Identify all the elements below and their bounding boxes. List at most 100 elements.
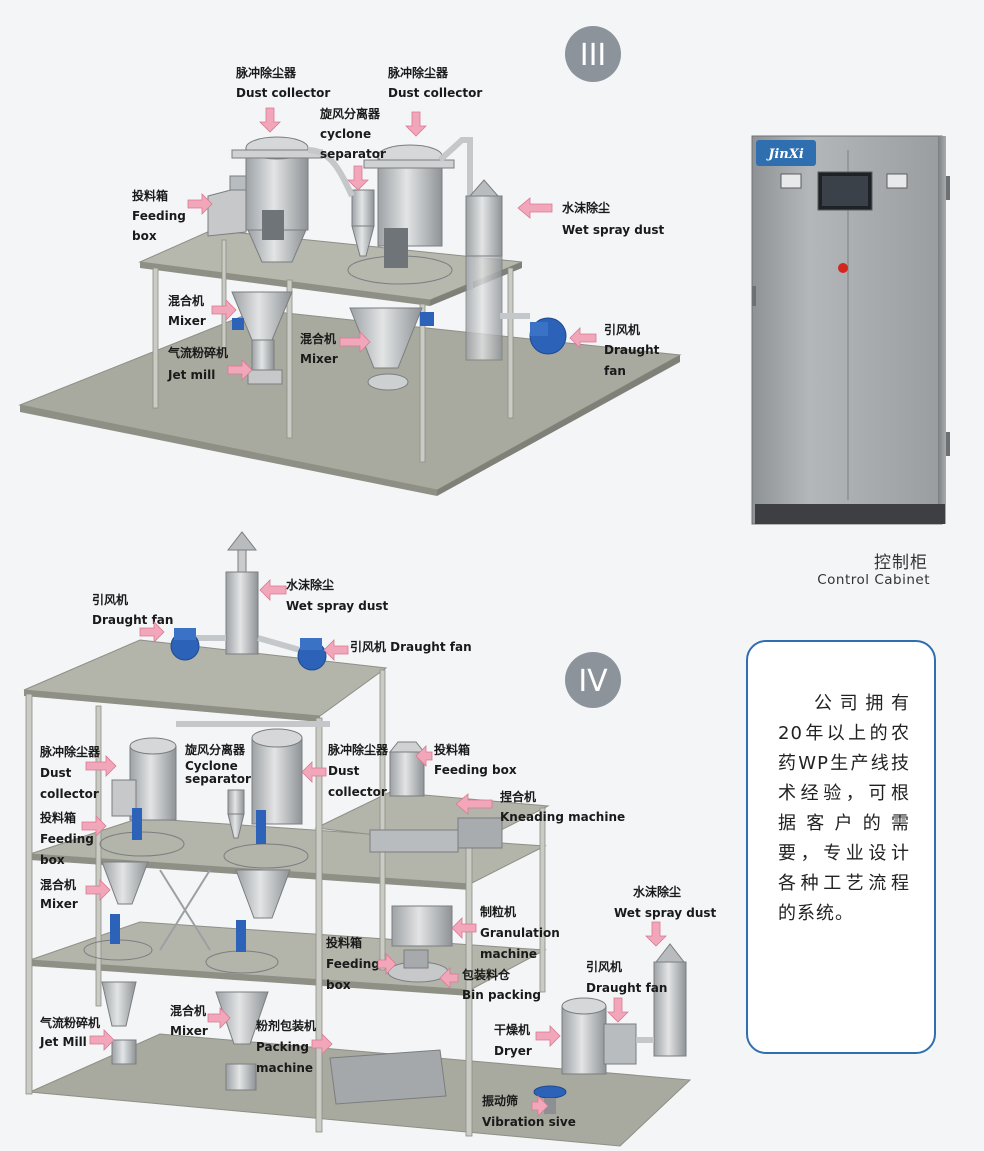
info-box — [746, 640, 936, 1054]
arrow-icon — [81, 815, 107, 837]
arrow-icon — [89, 1029, 115, 1051]
section-iii-plant — [18, 136, 682, 496]
arrow-icon — [645, 921, 667, 947]
dust-collector-iv-1 — [99, 737, 185, 857]
label-cyclone-en-2: separator — [320, 147, 386, 161]
label-vibration-en: Vibration sive — [482, 1115, 576, 1129]
label-jet-mill-en: Jet Mill — [39, 1035, 87, 1049]
arrow-icon — [439, 967, 459, 989]
label-dust-collector-2-en: Dust collector — [388, 86, 482, 100]
dryer — [561, 997, 637, 1075]
label-vibration-cn: 振动筛 — [482, 1093, 518, 1108]
arrow-icon — [415, 745, 433, 767]
section-iii-arrows — [187, 107, 597, 381]
label-mixer-2-cn: 混合机 — [170, 1003, 206, 1018]
arrow-icon — [85, 755, 117, 777]
label-bin-packing-en: Bin packing — [462, 988, 541, 1002]
label-kneading-cn: 捏合机 — [500, 789, 536, 804]
label-feeding-top-en: Feeding box — [434, 763, 517, 777]
arrow-icon — [211, 299, 237, 321]
badge-iii-text: III — [580, 38, 607, 73]
label-mixer-2-en: Mixer — [170, 1024, 208, 1038]
granulation-machine — [387, 905, 453, 983]
label-dryer-cn: 干燥机 — [494, 1022, 530, 1037]
arrow-icon — [377, 953, 397, 975]
mixer-cones-iii — [231, 291, 434, 391]
arrow-icon — [535, 1025, 561, 1047]
label-draught-left-cn: 引风机 — [92, 592, 128, 607]
gauge-right-icon — [886, 173, 908, 189]
label-mixer-2-cn: 混合机 — [300, 331, 336, 346]
wet-spray-tower-right — [636, 943, 687, 1057]
label-feeding-en-2: box — [132, 229, 157, 243]
label-wet-spray-top-en: Wet spray dust — [286, 599, 389, 613]
label-granulation-cn: 制粒机 — [480, 904, 516, 919]
label-feeding-left-en-2: box — [40, 853, 65, 867]
info-text: 公司拥有20年以上的农药WP生产线技术经验，可根据客户的需要，专业设计各种工艺流… — [778, 693, 910, 924]
label-wet-spray-cn: 水沫除尘 — [562, 200, 610, 215]
label-dust-collector-2-cn: 脉冲除尘器 — [387, 65, 449, 80]
section-iii-labels: 脉冲除尘器 Dust collector 脉冲除尘器 Dust collecto… — [132, 65, 665, 382]
arrow-icon — [517, 197, 553, 219]
label-cyclone-cn: 旋风分离器 — [319, 106, 381, 121]
mixers-iv — [83, 861, 291, 974]
label-feeding-en-1: Feeding — [132, 209, 186, 223]
label-granulation-en-2: machine — [480, 947, 537, 961]
arrow-icon — [259, 107, 281, 133]
cabinet-label-en: Control Cabinet — [817, 572, 930, 588]
gauge-left-icon — [780, 173, 802, 189]
brand-logo-text: JinXi — [765, 147, 804, 162]
arrow-icon — [227, 359, 253, 381]
arrow-icon — [139, 621, 165, 643]
arrow-icon — [339, 331, 371, 353]
jet-mill-iii — [247, 339, 283, 385]
arrow-icon — [607, 997, 629, 1023]
arrow-icon — [347, 165, 369, 191]
label-dryer-en: Dryer — [494, 1044, 532, 1058]
section-iv-arrows — [81, 579, 667, 1117]
label-dust-collector-1-cn: 脉冲除尘器 — [39, 744, 101, 759]
label-draught-right-en: Draught fan — [586, 981, 667, 995]
control-cabinet: JinXi — [751, 135, 950, 525]
label-mixer-1-cn: 混合机 — [168, 293, 204, 308]
label-feeding-mid-en-2: box — [326, 978, 351, 992]
label-draught-right-cn: 引风机 — [586, 959, 622, 974]
arrow-icon — [455, 793, 493, 815]
vibration-sieve — [533, 1085, 567, 1114]
label-wet-spray-right-en: Wet spray dust — [614, 906, 717, 920]
badge-iv-text: IV — [578, 664, 608, 699]
label-mixer-1-en: Mixer — [168, 314, 206, 328]
arrow-icon — [405, 111, 427, 137]
arrow-icon — [301, 761, 327, 783]
dust-collector-1 — [231, 136, 323, 263]
label-draught-en-2: fan — [604, 364, 626, 378]
packing-machine — [329, 1049, 447, 1105]
label-draught-mid: 引风机 Draught fan — [350, 639, 472, 654]
label-jet-mill-en: Jet mill — [167, 368, 215, 382]
label-feeding-left-en-1: Feeding — [40, 832, 94, 846]
label-wet-spray-top-cn: 水沫除尘 — [286, 577, 334, 592]
arrow-icon — [207, 1007, 231, 1029]
section-iv-labels: 引风机 Draught fan 水沫除尘 Wet spray dust 引风机 … — [39, 577, 717, 1129]
section-iv-plant — [23, 531, 692, 1147]
draught-fan-roof-left — [170, 628, 200, 661]
label-dust-collector-2-en-2: collector — [328, 785, 387, 799]
cyclone-iv — [176, 721, 330, 839]
label-packing-en-1: Packing — [256, 1040, 309, 1054]
jet-mill-iv — [101, 981, 137, 1065]
label-mixer-2-en: Mixer — [300, 352, 338, 366]
label-dust-collector-1-cn: 脉冲除尘器 — [235, 65, 297, 80]
label-wet-spray-right-cn: 水沫除尘 — [633, 884, 681, 899]
arrow-icon — [187, 193, 213, 215]
draught-fan-roof-right — [297, 638, 327, 671]
cyclone-separator — [307, 147, 375, 257]
label-bin-packing-cn: 包装料仓 — [461, 967, 511, 982]
label-cyclone-en-1: cyclone — [320, 127, 371, 141]
draught-fan-iii — [500, 313, 567, 355]
label-feeding-mid-en-1: Feeding — [326, 957, 380, 971]
cabinet-label-cn: 控制柜 — [874, 553, 928, 573]
label-feeding-top-cn: 投料箱 — [434, 742, 470, 757]
label-dust-collector-1-en: Dust collector — [236, 86, 330, 100]
label-dust-collector-1-en-2: collector — [40, 787, 99, 801]
arrow-icon — [531, 1095, 549, 1117]
